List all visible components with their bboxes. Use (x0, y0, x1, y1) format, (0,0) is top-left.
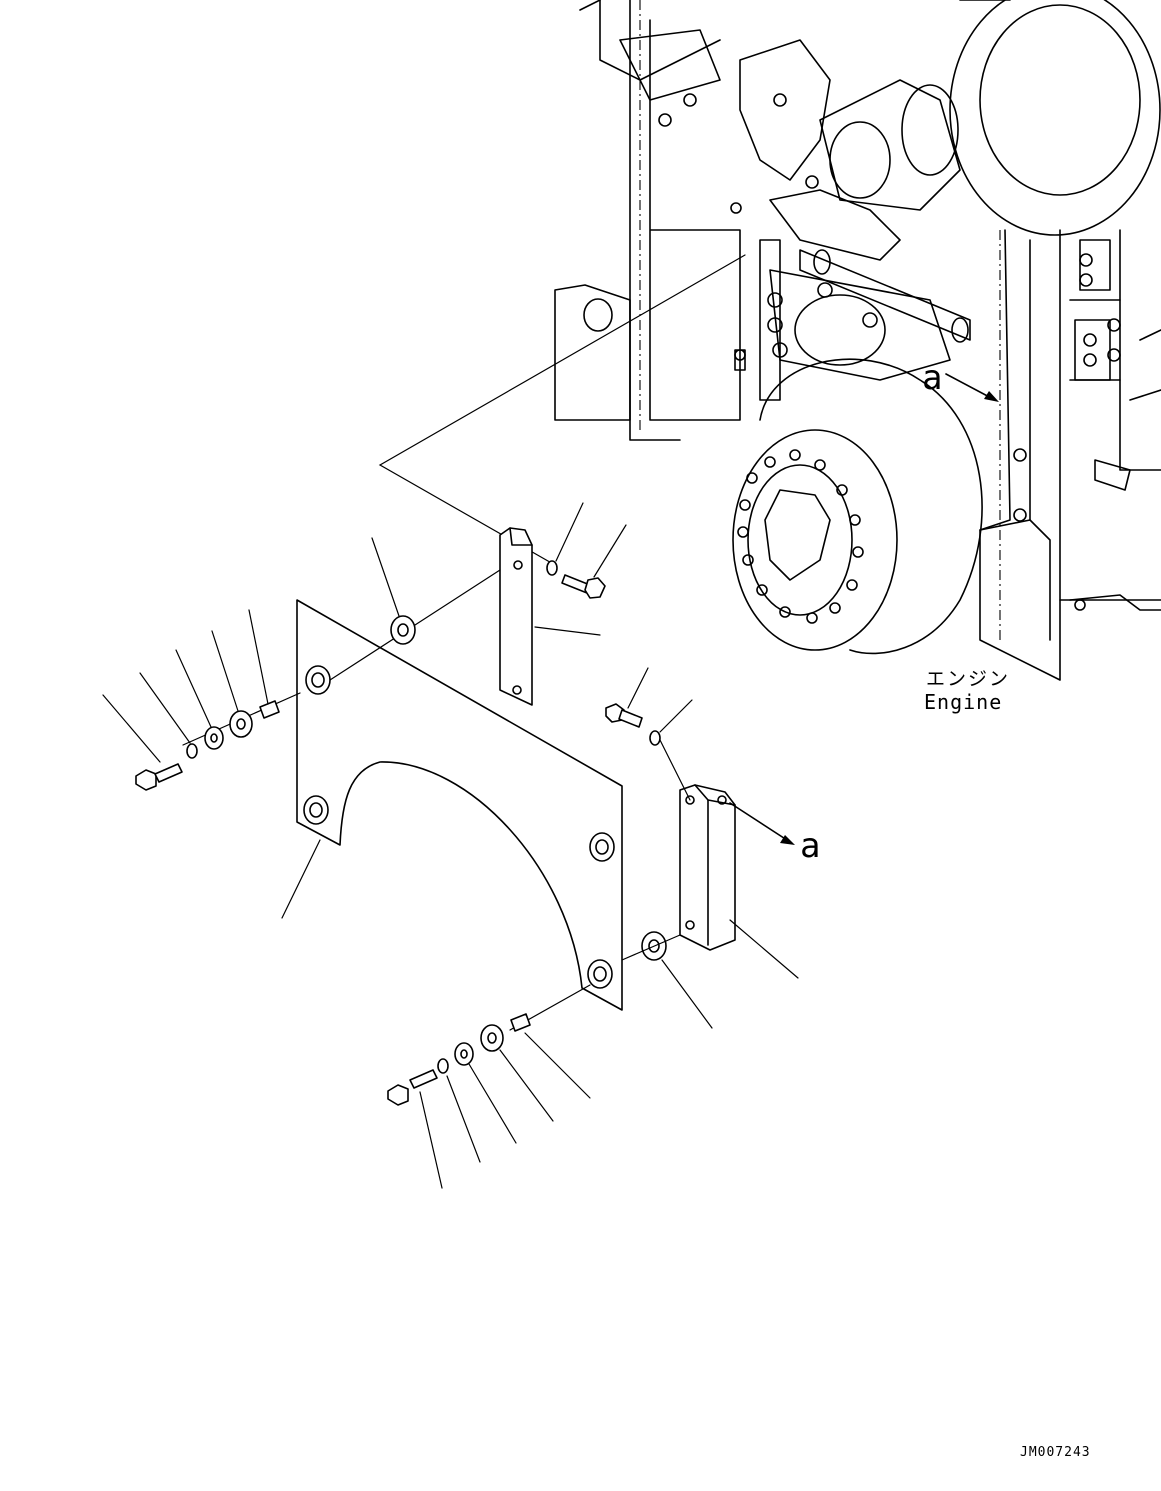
upper-left-hardware (135, 692, 301, 791)
arrow-a-engine-label: a (922, 358, 943, 398)
bolt-lower-left (387, 1069, 438, 1106)
lock-washer-upper-bracket (546, 560, 558, 576)
bolt-lower-bracket (605, 703, 643, 728)
lower-left-hardware (387, 984, 591, 1106)
bolt-upper-bracket (561, 574, 606, 599)
lower-bracket (679, 784, 736, 951)
washer-upper-left (204, 726, 224, 750)
upper-bracket-hardware (329, 560, 606, 681)
assembly-leader-line (378, 254, 746, 566)
bolt-upper-left (135, 763, 183, 791)
arrow-a-engine (945, 373, 999, 402)
lock-washer-upper-left (186, 743, 198, 759)
lock-washer-lower-bracket (649, 730, 661, 746)
arrow-a-bracket-label: a (800, 826, 821, 866)
collar-upper-left (259, 700, 280, 719)
lower-bracket-hardware (605, 703, 691, 961)
collar-lower (510, 1013, 531, 1032)
engine-label-japanese: エンジン (926, 668, 1011, 690)
arrow-a-bracket (729, 802, 795, 845)
engine-label-english: Engine (924, 690, 1003, 714)
callout-leaders (102, 502, 799, 1189)
drawing-code: JM007243 (1020, 1445, 1091, 1460)
spacer-upper-bracket (390, 615, 416, 645)
lock-washer-lower (437, 1058, 449, 1074)
upper-bracket (499, 527, 533, 706)
engine-assembly (554, 0, 1161, 681)
spacer-upper-left (229, 710, 253, 738)
flywheel (732, 358, 983, 655)
spacer-lower (480, 1024, 504, 1052)
washer-lower (454, 1042, 474, 1066)
cover-plate (296, 599, 623, 1011)
